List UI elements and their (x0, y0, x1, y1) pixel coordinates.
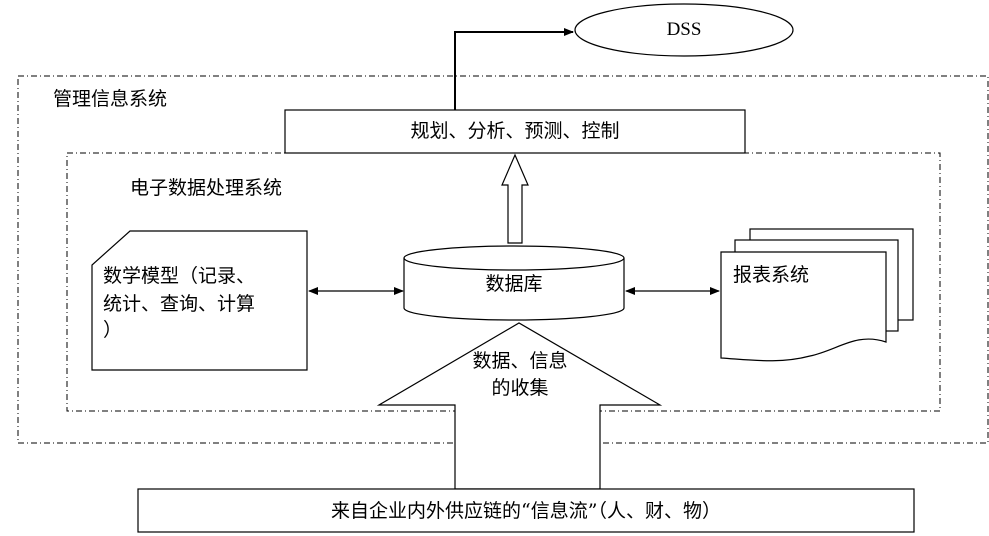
planning-label: 规划、分析、预测、控制 (410, 120, 620, 142)
model-label-line2: 统计、查询、计算 (103, 293, 256, 315)
source-label: 来自企业内外供应链的“信息流”（人、财、物） (331, 500, 721, 522)
collection-label-line1: 数据、信息 (472, 350, 568, 372)
reports-label: 报表系统 (733, 264, 810, 286)
collection-block-arrow (376, 322, 663, 490)
model-label-line3: ） (103, 319, 123, 341)
dss-label: DSS (666, 19, 702, 40)
reports-document-stack (720, 228, 914, 362)
source-box (137, 488, 915, 533)
model-label-line1: 数学模型（记录、 (103, 265, 256, 287)
collection-label-line2: 的收集 (491, 377, 549, 399)
database-label: 数据库 (485, 273, 543, 295)
database-cylinder (403, 245, 625, 321)
dss-ellipse (574, 3, 794, 57)
db-to-planning-block-arrow (501, 153, 529, 244)
mis-label: 管理信息系统 (53, 88, 168, 110)
planning-to-dss-arrow (454, 28, 574, 110)
edp-label: 电子数据处理系统 (130, 177, 283, 199)
planning-box (284, 109, 746, 154)
math-model-shape (91, 230, 308, 371)
edp-boundary (66, 152, 941, 412)
